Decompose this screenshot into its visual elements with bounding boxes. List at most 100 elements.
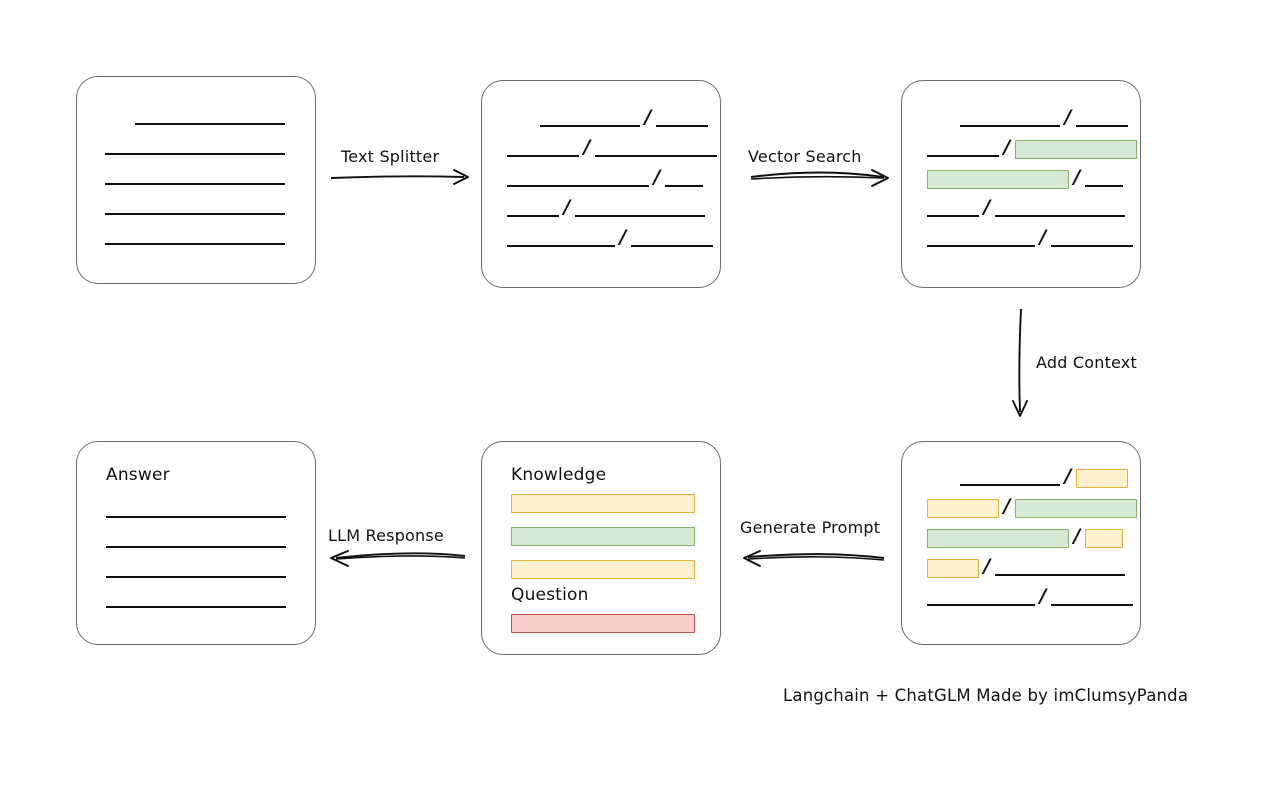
context-line-4: / [927,555,1125,578]
line-segment [507,169,649,189]
node-context-augmented-chunks[interactable]: / / / / / [901,441,1141,645]
line-segment [106,530,286,550]
line-segment [595,139,717,159]
doc-line-5 [105,227,285,247]
line-segment [960,468,1060,488]
line-segment [656,109,708,129]
doc-line-1 [135,107,285,127]
chunk-line-2: / [507,136,717,159]
line-segment [106,560,286,580]
chunk-separator: / [1073,525,1081,547]
line-segment [507,229,615,249]
arrow-vector-search [750,169,889,187]
line-segment [1051,229,1133,249]
doc-line-3 [105,167,285,187]
answer-line-1 [106,500,286,520]
line-segment [105,137,285,157]
split-chunk-lines: / / / / / [482,81,720,287]
chunk-line-5: / [507,226,713,249]
highlight-yellow [927,498,999,518]
knowledge-bar-yellow-1 [511,494,695,513]
chunk-separator: / [653,166,661,188]
match-line-3: / [927,166,1123,189]
chunk-separator: / [644,106,652,128]
line-segment [1076,109,1128,129]
chunk-separator: / [563,196,571,218]
highlight-green [1015,498,1137,518]
node-split-chunks[interactable]: / / / / / [481,80,721,288]
highlight-yellow [927,558,979,578]
line-segment [927,588,1035,608]
line-segment [507,139,579,159]
highlight-green [1015,139,1137,159]
chunk-separator: / [1073,166,1081,188]
match-line-5: / [927,228,1133,249]
line-segment [927,229,1035,249]
line-segment [105,167,285,187]
answer-line-3 [106,560,286,580]
context-augmented-lines: / / / / / [902,442,1140,644]
answer-heading: Answer [106,465,170,485]
line-segment [507,199,559,219]
chunk-separator: / [983,196,991,218]
match-line-2: / [927,136,1137,159]
knowledge-bar-yellow-2 [511,560,695,579]
chunk-separator: / [1064,465,1072,487]
chunk-separator: / [1003,136,1011,158]
line-segment [135,107,285,127]
highlight-green [927,169,1069,189]
chunk-line-1: / [540,106,708,129]
node-vector-matched-chunks[interactable]: / / / / / [901,80,1141,288]
doc-line-4 [105,197,285,217]
line-segment [105,227,285,247]
node-prompt[interactable]: Knowledge Question [481,441,721,655]
line-segment [960,109,1060,129]
edge-label-add-context: Add Context [1036,353,1137,372]
chunk-separator: / [583,136,591,158]
node-source-document[interactable] [76,76,316,284]
line-segment [995,558,1125,578]
knowledge-bar-green [511,527,695,546]
line-segment [1051,588,1133,608]
match-line-4: / [927,196,1125,219]
chunk-separator: / [983,555,991,577]
arrow-text-splitter [330,169,469,185]
highlight-green [927,528,1069,548]
knowledge-heading: Knowledge [511,465,607,485]
arrow-llm-response [330,550,466,567]
line-segment [927,199,979,219]
chunk-separator: / [1064,106,1072,128]
edge-label-generate-prompt: Generate Prompt [740,518,881,537]
chunk-line-4: / [507,196,705,219]
source-document-lines [77,77,315,283]
edge-label-vector-search: Vector Search [748,147,862,166]
line-segment [106,500,286,520]
line-segment [105,197,285,217]
line-segment [927,139,999,159]
node-answer[interactable]: Answer [76,441,316,645]
chunk-separator: / [1003,495,1011,517]
question-heading: Question [511,585,589,605]
chunk-line-3: / [507,166,703,189]
line-segment [540,109,640,129]
highlight-yellow [1076,468,1128,488]
chunk-separator: / [1039,585,1047,607]
doc-line-2 [105,137,285,157]
line-segment [631,229,713,249]
line-segment [1085,169,1123,189]
line-segment [106,590,286,610]
context-line-3: / [927,525,1123,548]
highlight-yellow [1085,528,1123,548]
answer-line-4 [106,590,286,610]
context-line-1: / [960,465,1128,488]
answer-lines [77,442,315,644]
edge-label-llm-response: LLM Response [328,526,444,545]
line-segment [575,199,705,219]
arrow-add-context [1012,308,1028,417]
chunk-separator: / [619,226,627,248]
vector-matched-lines: / / / / / [902,81,1140,287]
question-bar-red [511,614,695,633]
context-line-2: / [927,495,1137,518]
answer-line-2 [106,530,286,550]
